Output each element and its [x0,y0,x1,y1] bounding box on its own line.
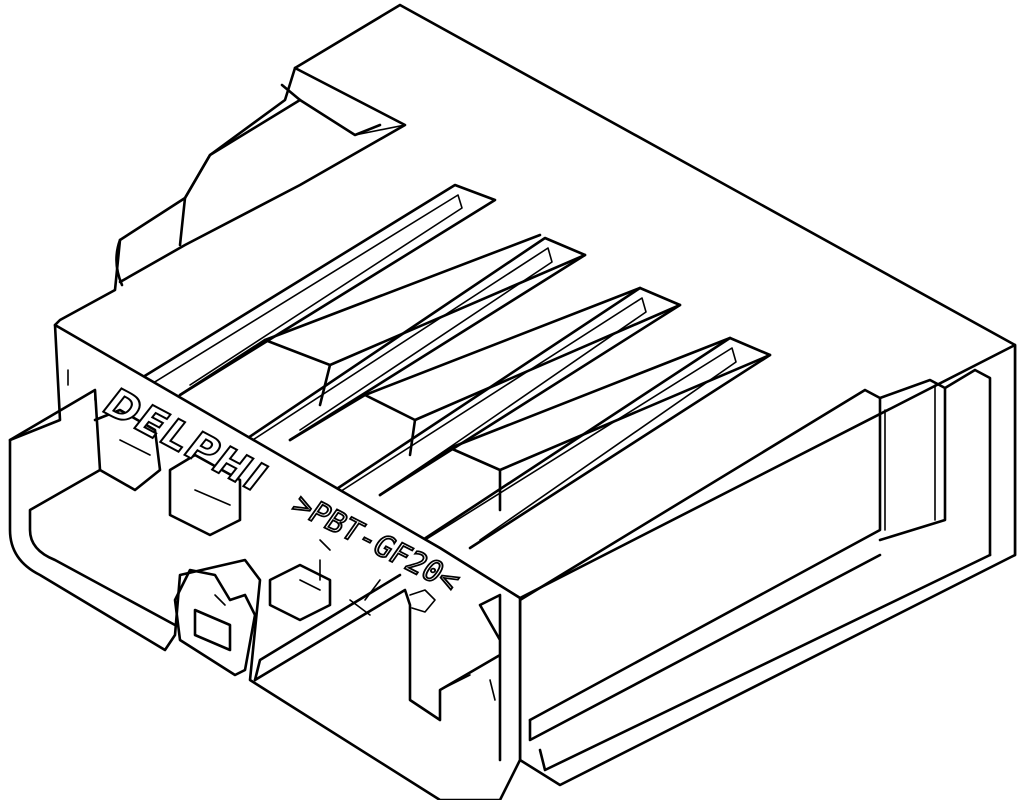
housing-front-face [8,323,522,800]
top-ribs [128,183,772,550]
